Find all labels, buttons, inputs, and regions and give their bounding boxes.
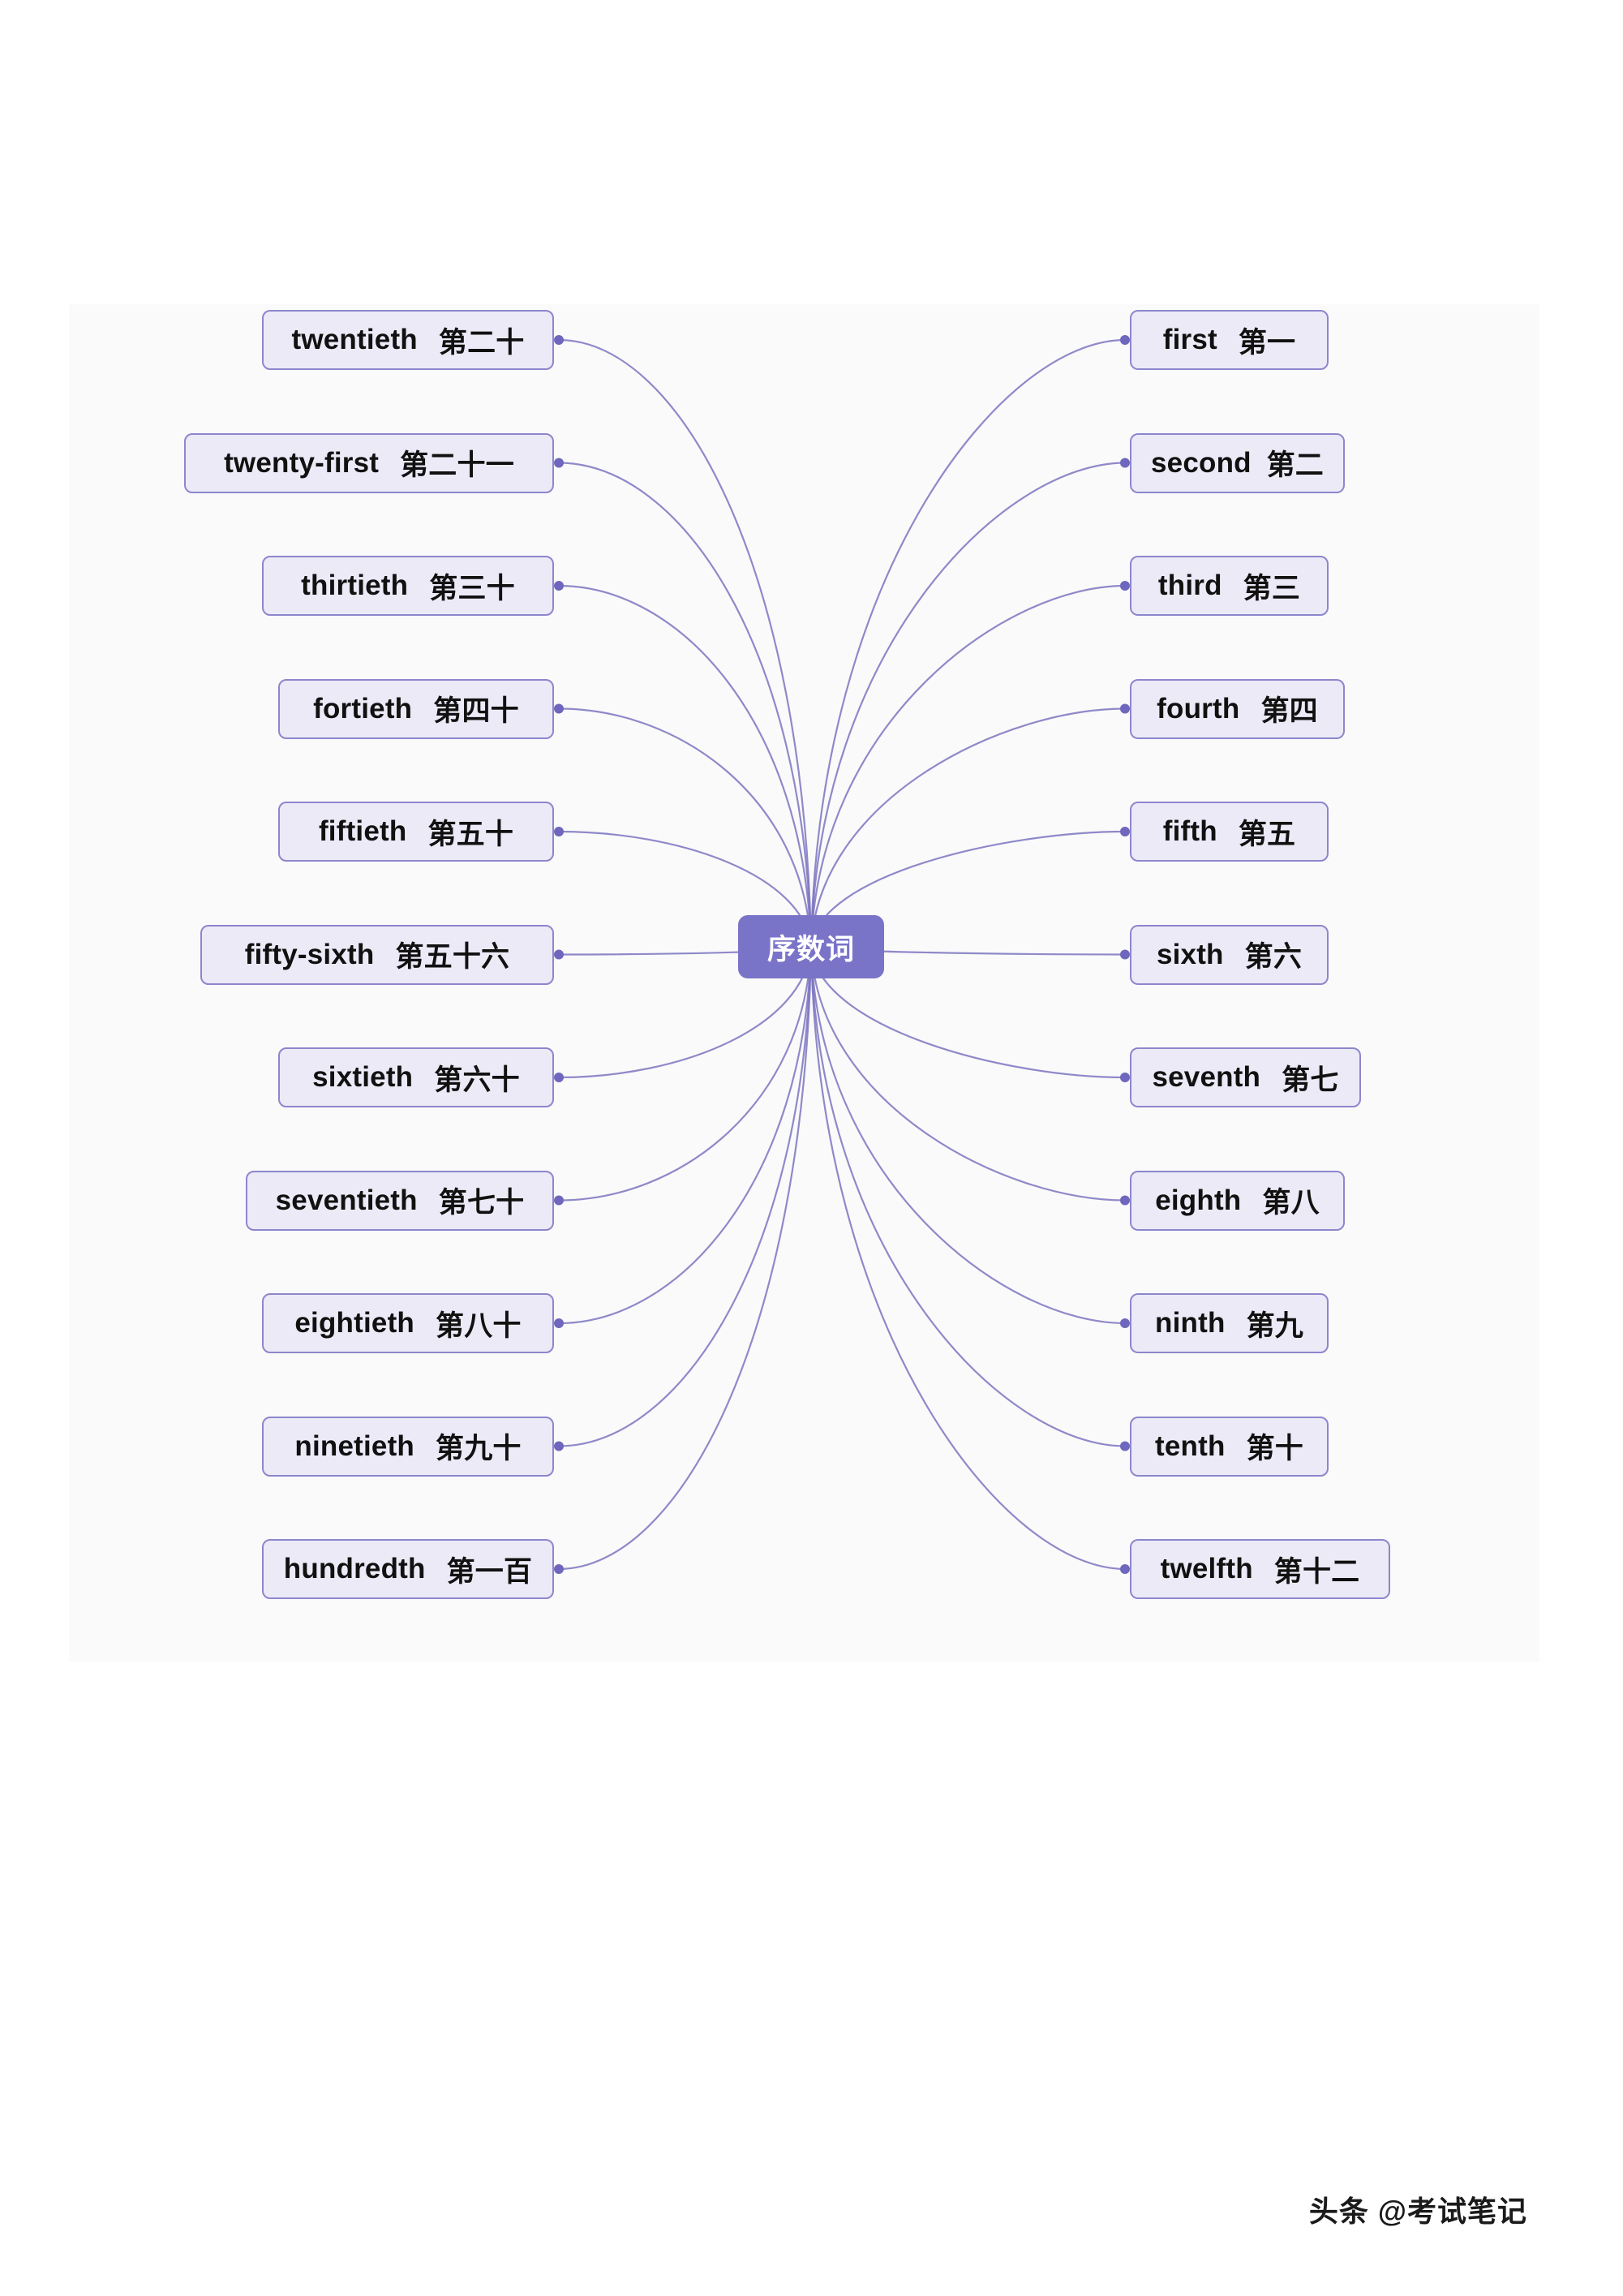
central-node-label: 序数词 <box>766 933 855 965</box>
branch-node-chinese: 第一百 <box>446 1555 533 1588</box>
branch-node-english: fifth <box>1162 815 1217 847</box>
branch-node-chinese: 第一 <box>1238 326 1296 359</box>
branch-node-english: thirtieth <box>301 570 409 601</box>
branch-node-english: ninth <box>1155 1307 1226 1339</box>
branch-node-english: hundredth <box>283 1553 426 1584</box>
branch-node-third[interactable]: third 第三 <box>1130 556 1329 616</box>
branch-node-english: twentieth <box>291 324 418 355</box>
branch-node-english: third <box>1157 570 1222 601</box>
branch-node-chinese: 第三十 <box>429 572 515 604</box>
branch-node-fifty-sixth[interactable]: fifty-sixth 第五十六 <box>200 924 554 985</box>
branch-node-chinese: 第八十 <box>436 1309 522 1342</box>
branch-node-ninetieth[interactable]: ninetieth 第九十 <box>262 1416 554 1477</box>
branch-node-sixth[interactable]: sixth 第六 <box>1130 924 1329 985</box>
branch-node-chinese: 第七 <box>1282 1064 1339 1096</box>
watermark: 头条 @考试笔记 <box>1309 2188 1527 2230</box>
branch-node-chinese: 第六十 <box>434 1064 520 1096</box>
branch-node-english: seventh <box>1152 1061 1261 1093</box>
branch-node-seventh[interactable]: seventh 第七 <box>1130 1047 1361 1107</box>
branch-node-english: first <box>1162 324 1217 355</box>
branch-node-twentieth[interactable]: twentieth 第二十 <box>262 310 554 370</box>
branch-node-chinese: 第四十 <box>433 695 519 727</box>
branch-node-english: fourth <box>1157 692 1240 724</box>
branch-node-ninth[interactable]: ninth 第九 <box>1130 1293 1329 1353</box>
branch-node-english: twelfth <box>1160 1553 1253 1584</box>
branch-node-english: twenty-first <box>224 446 380 479</box>
branch-node-english: fortieth <box>313 692 413 724</box>
branch-node-chinese: 第七十 <box>438 1187 525 1219</box>
branch-node-chinese: 第四 <box>1260 695 1318 727</box>
branch-node-chinese: 第六 <box>1244 941 1303 973</box>
branch-node-thirtieth[interactable]: thirtieth 第三十 <box>262 556 554 616</box>
branch-node-chinese: 第十二 <box>1273 1555 1360 1588</box>
branch-node-english: fifty-sixth <box>244 938 375 970</box>
branch-node-fiftieth[interactable]: fiftieth 第五十 <box>278 802 554 862</box>
branch-node-english: seventieth <box>275 1184 418 1216</box>
branch-node-chinese: 第三 <box>1243 572 1301 604</box>
branch-node-chinese: 第二 <box>1266 449 1324 481</box>
branch-node-chinese: 第五十六 <box>395 941 510 973</box>
central-node[interactable]: 序数词 <box>738 915 884 978</box>
branch-node-fourth[interactable]: fourth 第四 <box>1130 678 1345 739</box>
branch-node-chinese: 第八 <box>1262 1187 1320 1219</box>
branch-node-twenty-first[interactable]: twenty-first 第二十一 <box>184 432 554 493</box>
branch-node-english: tenth <box>1155 1430 1226 1462</box>
branch-node-sixtieth[interactable]: sixtieth 第六十 <box>278 1047 554 1107</box>
branch-node-fifth[interactable]: fifth 第五 <box>1130 802 1329 862</box>
branch-node-english: eightieth <box>294 1307 415 1339</box>
branch-node-english: ninetieth <box>294 1430 415 1462</box>
branch-node-chinese: 第十 <box>1246 1433 1303 1464</box>
branch-node-english: sixth <box>1156 938 1224 970</box>
branch-node-chinese: 第五十 <box>427 818 514 850</box>
branch-node-chinese: 第二十 <box>438 326 525 359</box>
branch-node-english: fiftieth <box>318 815 407 847</box>
branch-node-chinese: 第九 <box>1246 1309 1303 1342</box>
branch-node-seventieth[interactable]: seventieth 第七十 <box>246 1170 554 1231</box>
branch-node-chinese: 第二十一 <box>400 449 514 481</box>
branch-node-second[interactable]: second 第二 <box>1130 432 1345 493</box>
watermark-text: 头条 @考试笔记 <box>1308 2195 1527 2228</box>
branch-node-english: eighth <box>1155 1184 1242 1216</box>
branch-node-english: second <box>1151 446 1252 479</box>
branch-node-english: sixtieth <box>312 1061 414 1093</box>
branch-node-hundredth[interactable]: hundredth 第一百 <box>262 1539 554 1599</box>
branch-node-chinese: 第九十 <box>436 1433 522 1464</box>
branch-node-first[interactable]: first 第一 <box>1130 310 1329 370</box>
branch-node-fortieth[interactable]: fortieth 第四十 <box>278 678 554 739</box>
branch-node-tenth[interactable]: tenth 第十 <box>1130 1416 1329 1477</box>
branch-node-twelfth[interactable]: twelfth 第十二 <box>1130 1539 1390 1599</box>
branch-node-eightieth[interactable]: eightieth 第八十 <box>262 1293 554 1353</box>
branch-node-eighth[interactable]: eighth 第八 <box>1130 1170 1345 1231</box>
branch-node-chinese: 第五 <box>1238 818 1296 850</box>
